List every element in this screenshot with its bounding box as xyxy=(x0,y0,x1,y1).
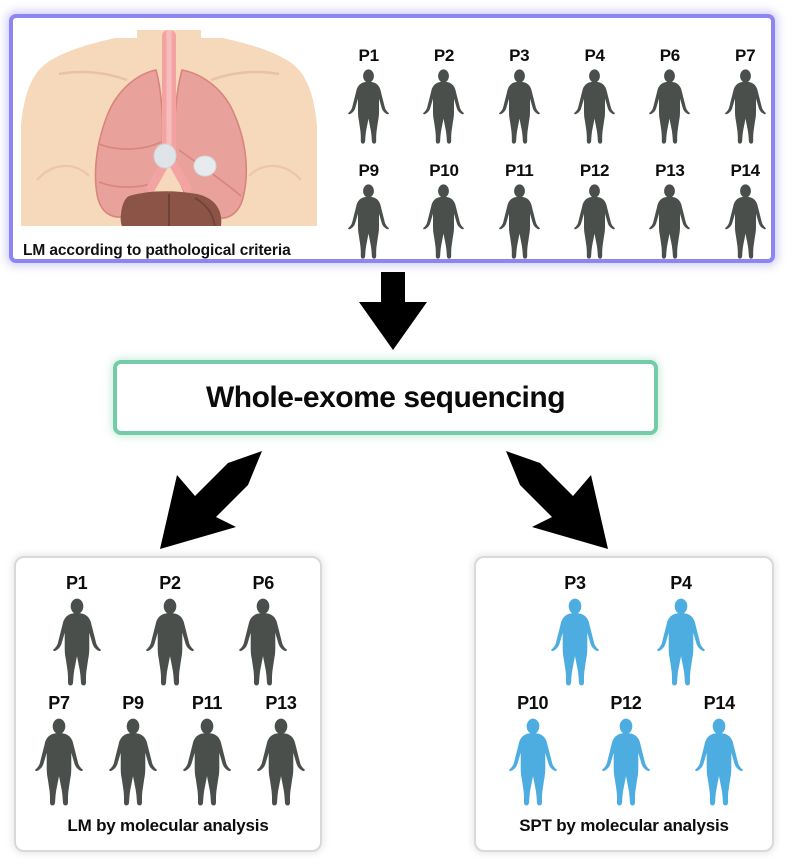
whole-exome-sequencing-box[interactable]: Whole-exome sequencing xyxy=(113,360,658,435)
patient-label: P7 xyxy=(48,693,70,713)
patient-label: P13 xyxy=(265,693,297,713)
arrow-down-icon xyxy=(359,272,427,350)
patient-label: P1 xyxy=(358,46,380,65)
patient-label: P13 xyxy=(655,161,685,180)
patient-label: P4 xyxy=(670,573,692,593)
lm-pathological-panel: LM according to pathological criteria P1… xyxy=(9,14,775,263)
person-figure-dark-icon xyxy=(649,69,691,149)
patient-p14[interactable]: P14 xyxy=(707,162,782,264)
person-figure-dark-icon xyxy=(35,718,83,811)
lm-patient-row-2: P7 P9 P11 P13 xyxy=(22,694,318,811)
person-figure-blue-icon xyxy=(602,718,650,811)
lm-pathological-caption: LM according to pathological criteria xyxy=(23,242,291,259)
person-figure-dark-icon xyxy=(724,69,766,149)
patient-p3[interactable]: P3 xyxy=(522,574,628,691)
person-figure-dark-icon xyxy=(649,184,691,264)
patient-label: P6 xyxy=(659,46,681,65)
patient-p14[interactable]: P14 xyxy=(673,694,766,811)
patient-label: P3 xyxy=(509,46,530,65)
patient-label: P12 xyxy=(579,161,610,180)
patient-p13[interactable]: P13 xyxy=(632,162,707,264)
patient-p7[interactable]: P7 xyxy=(707,47,782,149)
patient-p4[interactable]: P4 xyxy=(628,574,734,691)
patient-p2[interactable]: P2 xyxy=(123,574,216,691)
patient-p2[interactable]: P2 xyxy=(406,47,481,149)
patient-p12[interactable]: P12 xyxy=(579,694,672,811)
patient-label: P3 xyxy=(564,573,586,593)
person-figure-dark-icon xyxy=(348,69,389,149)
lm-patient-row-1: P1 P2 P6 xyxy=(30,574,310,691)
person-figure-blue-icon xyxy=(695,718,744,811)
patient-p10[interactable]: P10 xyxy=(406,162,481,264)
person-figure-blue-icon xyxy=(508,718,557,811)
patient-p13[interactable]: P13 xyxy=(244,694,318,811)
patient-label: P2 xyxy=(433,46,455,65)
patient-p9[interactable]: P9 xyxy=(331,162,406,264)
person-figure-blue-icon xyxy=(551,598,599,691)
patient-label: P12 xyxy=(610,693,642,713)
patient-label: P2 xyxy=(159,573,181,593)
patient-p4[interactable]: P4 xyxy=(557,47,632,149)
patient-label: P14 xyxy=(730,161,760,180)
whole-exome-sequencing-label: Whole-exome sequencing xyxy=(205,380,566,414)
lm-molecular-panel: P1 P2 P6 P7 xyxy=(14,556,322,852)
patient-p12[interactable]: P12 xyxy=(557,162,632,264)
patient-label: P10 xyxy=(517,693,549,713)
patient-label: P9 xyxy=(358,161,380,180)
patient-label: P9 xyxy=(122,693,144,713)
patient-p10[interactable]: P10 xyxy=(486,694,579,811)
person-figure-dark-icon xyxy=(146,598,194,691)
person-figure-dark-icon xyxy=(423,69,465,149)
patient-p1[interactable]: P1 xyxy=(30,574,123,691)
patient-label: P1 xyxy=(65,573,88,593)
person-figure-dark-icon xyxy=(348,184,389,264)
spt-molecular-caption: SPT by molecular analysis xyxy=(519,816,729,835)
person-figure-dark-icon xyxy=(183,718,231,811)
person-figure-dark-icon xyxy=(498,69,540,149)
patient-p11[interactable]: P11 xyxy=(482,162,557,264)
patient-label: P7 xyxy=(735,46,756,65)
top-patient-row-1: P1 P2 P3 P4 xyxy=(331,47,783,149)
person-figure-dark-icon xyxy=(52,598,101,691)
person-figure-blue-icon xyxy=(657,598,705,691)
patient-p7[interactable]: P7 xyxy=(22,694,96,811)
top-patient-row-2: P9 P10 P11 P12 xyxy=(331,162,783,264)
spt-patient-row-2: P10 P12 P14 xyxy=(486,694,766,811)
person-figure-dark-icon xyxy=(498,184,540,264)
person-figure-dark-icon xyxy=(423,184,465,264)
arrow-down-right-icon xyxy=(506,451,608,549)
spt-patient-row-1: P3 P4 xyxy=(522,574,734,691)
person-figure-dark-icon xyxy=(574,184,615,264)
patient-p6[interactable]: P6 xyxy=(217,574,310,691)
lm-molecular-caption: LM by molecular analysis xyxy=(67,816,269,835)
person-figure-dark-icon xyxy=(109,718,157,811)
person-figure-dark-icon xyxy=(257,718,305,811)
patient-p11[interactable]: P11 xyxy=(170,694,244,811)
patient-p1[interactable]: P1 xyxy=(331,47,406,149)
patient-p9[interactable]: P9 xyxy=(96,694,170,811)
patient-p6[interactable]: P6 xyxy=(632,47,707,149)
person-figure-dark-icon xyxy=(724,184,766,264)
patient-label: P4 xyxy=(584,46,605,65)
patient-label: P11 xyxy=(191,693,223,713)
patient-label: P14 xyxy=(703,693,735,713)
patient-p3[interactable]: P3 xyxy=(482,47,557,149)
person-figure-dark-icon xyxy=(239,598,288,691)
person-figure-dark-icon xyxy=(574,69,615,149)
thorax-lungs-anatomy-icon xyxy=(19,30,319,242)
spt-molecular-panel: P3 P4 P10 P12 xyxy=(474,556,774,852)
arrow-down-left-icon xyxy=(160,451,262,549)
patient-label: P6 xyxy=(252,573,275,593)
patient-label: P11 xyxy=(505,161,534,180)
patient-label: P10 xyxy=(429,161,459,180)
